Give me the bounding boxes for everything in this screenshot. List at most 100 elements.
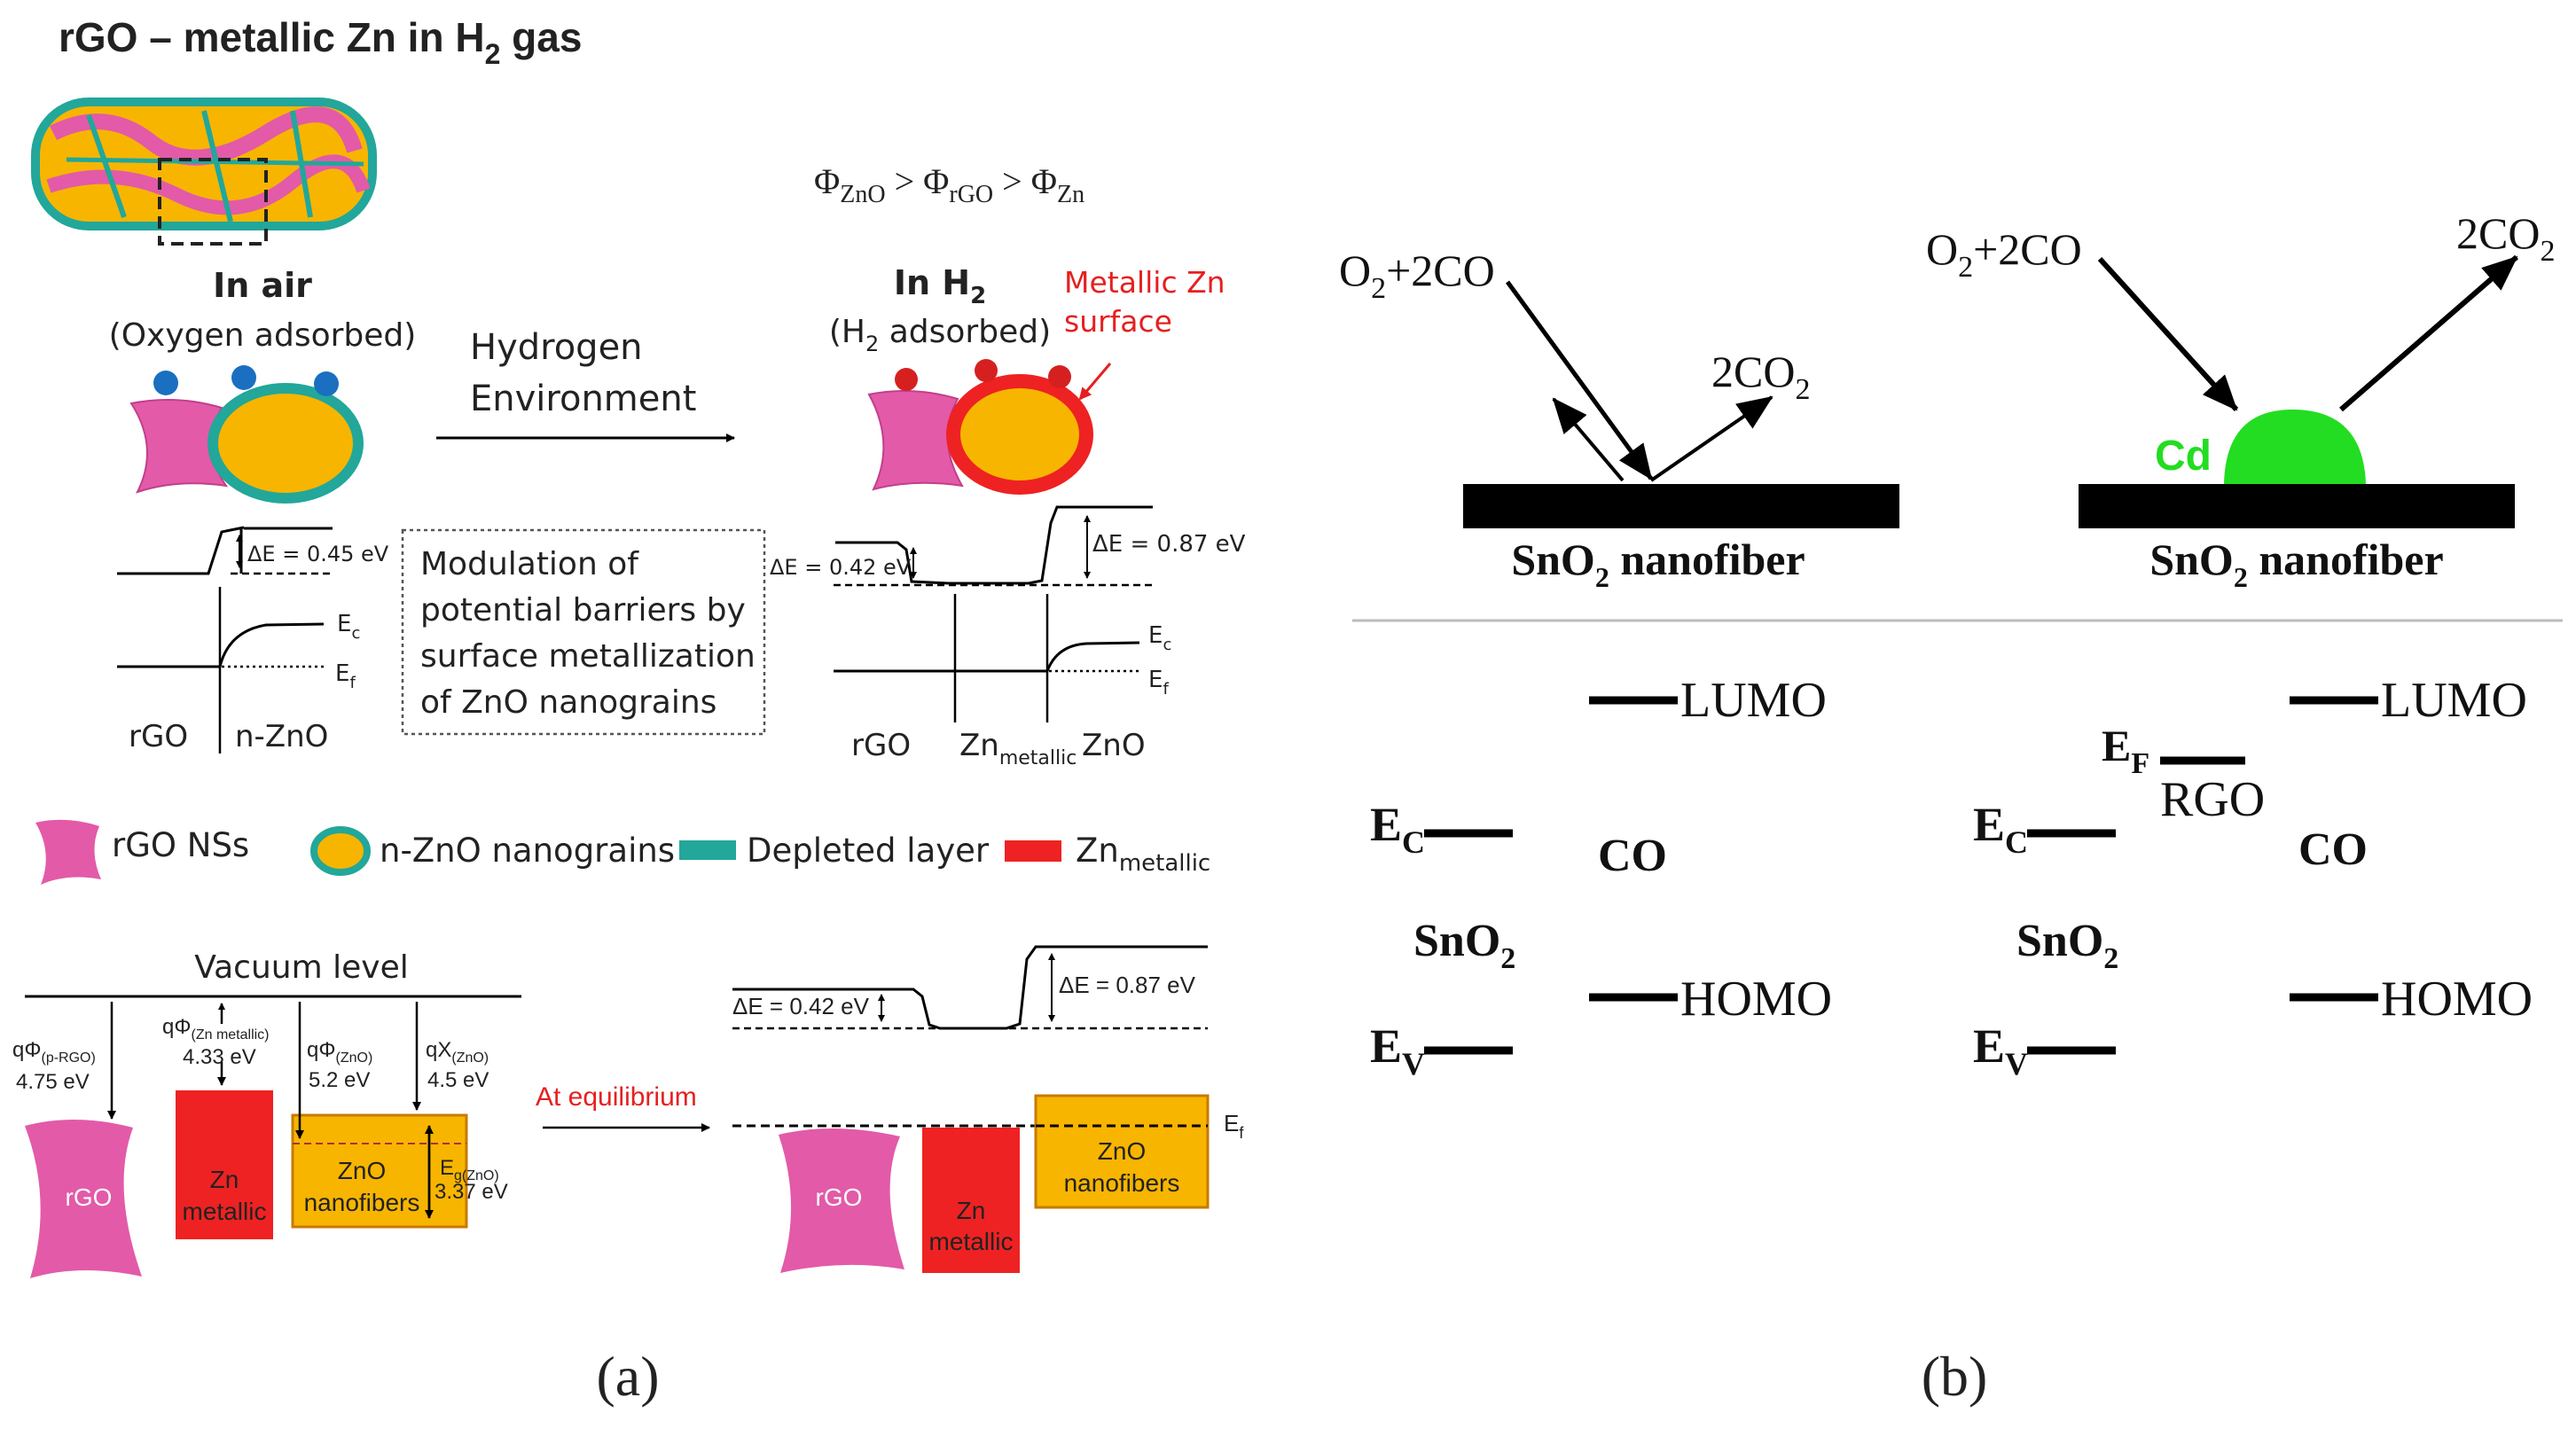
hydrogen-label-1: Hydrogen bbox=[470, 327, 643, 368]
energy-diagram-before: Vacuum level rGO qΦ(p-RGO) 4.75 eV Zn me… bbox=[12, 949, 521, 1278]
eg-value: 3.37 eV bbox=[435, 1180, 508, 1204]
legend-zn-swatch bbox=[1005, 840, 1061, 862]
h2-adsorbed-label: (H2 adsorbed) bbox=[829, 314, 1051, 356]
zno-label-h2: ZnO bbox=[1082, 728, 1146, 763]
ev-label-right: EV bbox=[1973, 1019, 2028, 1082]
co-label-right: CO bbox=[2298, 824, 2368, 875]
q-chi-zno-value: 4.5 eV bbox=[427, 1068, 489, 1092]
panel-a-label: (a) bbox=[596, 1345, 659, 1408]
ec-label-h2: Ec bbox=[1148, 622, 1171, 654]
rgo-block-label: rGO bbox=[66, 1183, 113, 1211]
rgo-label-right: RGO bbox=[2160, 772, 2265, 827]
band-diagram-h2: ΔE = 0.42 eV ΔE = 0.87 eV Ec Ef rGO Znme… bbox=[770, 505, 1246, 769]
sno2-label-left: SnO2 bbox=[1413, 916, 1515, 975]
ec-label-air: Ec bbox=[337, 611, 360, 643]
eg-label: Eg(ZnO) bbox=[440, 1156, 499, 1183]
product-arrow-left bbox=[1649, 395, 1773, 482]
ef-label-h2: Ef bbox=[1148, 667, 1169, 699]
in-h2-particles bbox=[867, 359, 1093, 495]
vacuum-level-label: Vacuum level bbox=[194, 949, 408, 986]
legend: rGO NSs n-ZnO nanograins Depleted layer … bbox=[35, 819, 1210, 885]
delta-e-042-top-label: ΔE = 0.42 eV bbox=[770, 555, 912, 580]
zno-block-equilibrium-label-2: nanofibers bbox=[1064, 1169, 1180, 1197]
in-air-particles bbox=[129, 365, 364, 504]
zn-block-label-2: metallic bbox=[183, 1198, 267, 1225]
cd-particle bbox=[2224, 410, 2366, 484]
co2-left: 2CO2 bbox=[1711, 347, 1810, 406]
o2-2co-right: O2+2CO bbox=[1926, 224, 2082, 284]
oxygen-adsorbed-label: (Oxygen adsorbed) bbox=[109, 317, 417, 354]
legend-nanograins: n-ZnO nanograins bbox=[380, 832, 675, 870]
zn-metallic-block bbox=[176, 1090, 273, 1239]
in-h2-label: In H2 bbox=[894, 263, 986, 309]
lumo-label-right: LUMO bbox=[2381, 673, 2527, 728]
reflected-arrow-left bbox=[1552, 397, 1625, 482]
nanofiber-illustration bbox=[31, 98, 377, 246]
zn-block-equilibrium bbox=[922, 1128, 1020, 1273]
legend-depleted: Depleted layer bbox=[747, 832, 990, 870]
q-phi-prgo: qΦ(p-RGO) bbox=[12, 1038, 96, 1066]
metallic-zn-surface-label-2: surface bbox=[1064, 304, 1172, 339]
homo-label-right: HOMO bbox=[2381, 972, 2533, 1027]
sno2-bar-right bbox=[2079, 484, 2515, 528]
cd-label: Cd bbox=[2155, 433, 2212, 480]
zno-block bbox=[291, 1113, 468, 1229]
q-chi-zno: qX(ZnO) bbox=[426, 1038, 489, 1066]
incoming-arrow-right bbox=[2097, 256, 2239, 412]
sno2-nanofiber-left: SnO2 nanofiber bbox=[1511, 535, 1805, 593]
q-phi-zno-value: 5.2 eV bbox=[309, 1068, 370, 1092]
modulation-line-3: surface metallization bbox=[420, 638, 756, 675]
co-label-left: CO bbox=[1598, 831, 1667, 881]
q-phi-zn: qΦ(Zn metallic) bbox=[162, 1015, 270, 1042]
lumo-label-left: LUMO bbox=[1680, 673, 1827, 728]
rgo-label-h2: rGO bbox=[851, 728, 911, 763]
legend-nanograins-swatch bbox=[310, 826, 371, 876]
rgo-block-equilibrium bbox=[779, 1128, 904, 1273]
modulation-line-2: potential barriers by bbox=[420, 592, 746, 629]
panel-b: O2+2CO 2CO2 SnO2 nanofiber O2+2CO 2CO2 C… bbox=[1339, 208, 2563, 1408]
delta-e-045-label: ΔE = 0.45 eV bbox=[247, 542, 389, 566]
energy-diagram-equilibrium: ΔE = 0.42 eV ΔE = 0.87 eV Ef rGO Zn meta… bbox=[732, 945, 1244, 1273]
ef-equilibrium-label: Ef bbox=[1224, 1110, 1244, 1142]
q-phi-prgo-value: 4.75 eV bbox=[16, 1070, 90, 1094]
metallic-zn-surface-label-1: Metallic Zn bbox=[1064, 265, 1225, 300]
ef-label-air: Ef bbox=[335, 660, 356, 692]
zno-block-label-2: nanofibers bbox=[304, 1189, 420, 1216]
rgo-label-air: rGO bbox=[129, 719, 188, 754]
zn-block-label-1: Zn bbox=[210, 1166, 239, 1193]
legend-depleted-swatch bbox=[679, 840, 736, 860]
rgo-block-equilibrium-label: rGO bbox=[816, 1183, 863, 1211]
ef-label-right: EF bbox=[2102, 721, 2149, 780]
zno-block-equilibrium-label-1: ZnO bbox=[1098, 1137, 1146, 1165]
at-equilibrium-label: At equilibrium bbox=[536, 1082, 697, 1112]
delta-e-087-top-label: ΔE = 0.87 eV bbox=[1092, 531, 1246, 558]
zno-block-label-1: ZnO bbox=[338, 1157, 386, 1184]
q-phi-zno: qΦ(ZnO) bbox=[307, 1038, 372, 1066]
zn-block-equilibrium-label-2: metallic bbox=[929, 1228, 1014, 1255]
rgo-block bbox=[25, 1119, 142, 1278]
delta-e-087-bottom-label: ΔE = 0.87 eV bbox=[1059, 972, 1196, 998]
panel-a-title: rGO – metallic Zn in H2 gas bbox=[59, 14, 582, 70]
ev-label-left: EV bbox=[1370, 1019, 1425, 1082]
modulation-line-4: of ZnO nanograins bbox=[420, 684, 716, 721]
zn-block-equilibrium-label-1: Zn bbox=[957, 1197, 986, 1224]
sno2-bar-left bbox=[1463, 484, 1899, 528]
modulation-box bbox=[401, 528, 766, 736]
q-phi-zn-value: 4.33 eV bbox=[183, 1045, 256, 1069]
n-zno-label: n-ZnO bbox=[235, 719, 328, 754]
homo-label-left: HOMO bbox=[1680, 972, 1832, 1027]
in-air-label: In air bbox=[213, 266, 312, 305]
phi-relation: ΦZnO > ΦrGO > ΦZn bbox=[814, 161, 1084, 208]
legend-zn-metallic: Znmetallic bbox=[1076, 832, 1210, 877]
zno-block-equilibrium bbox=[1034, 1094, 1210, 1209]
product-arrow-right bbox=[2339, 254, 2518, 412]
hydrogen-label-2: Environment bbox=[470, 379, 696, 419]
panel-a: rGO – metallic Zn in H2 gas ΦZnO > ΦrGO … bbox=[12, 14, 1246, 1408]
ec-label-left: EC bbox=[1370, 798, 1425, 860]
modulation-line-1: Modulation of bbox=[420, 546, 639, 582]
legend-rgo-ns: rGO NSs bbox=[112, 826, 249, 864]
panel-b-label: (b) bbox=[1922, 1345, 1988, 1408]
metallic-zn-pointer bbox=[1078, 363, 1112, 401]
legend-rgo-swatch bbox=[35, 819, 101, 885]
